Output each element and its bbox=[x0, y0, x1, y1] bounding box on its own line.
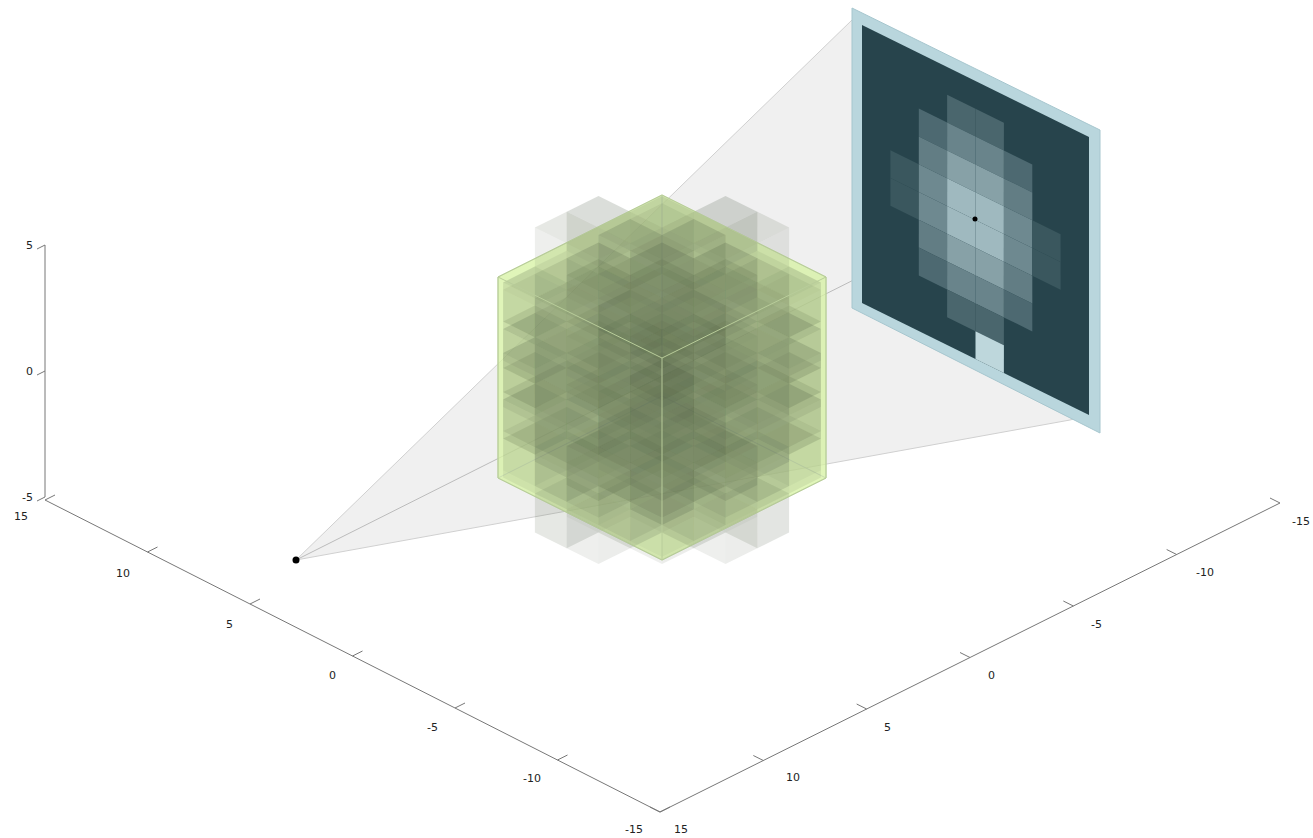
tick-mark bbox=[250, 599, 260, 604]
shape bbox=[535, 408, 567, 463]
axis-tick-label: 5 bbox=[226, 619, 233, 630]
detector-frame bbox=[852, 8, 1100, 433]
tick-mark bbox=[857, 704, 867, 709]
shape bbox=[567, 275, 599, 330]
shape bbox=[694, 385, 726, 440]
tick-mark bbox=[1270, 498, 1280, 503]
shape bbox=[726, 509, 758, 564]
tick-mark bbox=[353, 651, 363, 656]
axis-tick-label: -5 bbox=[22, 492, 33, 503]
axis-tick-label: -10 bbox=[1196, 567, 1214, 578]
shape bbox=[1032, 248, 1060, 290]
volume-back bbox=[498, 195, 826, 560]
tick-mark bbox=[1167, 550, 1177, 555]
tick-mark bbox=[660, 807, 670, 812]
shape bbox=[890, 178, 918, 220]
shape bbox=[726, 275, 758, 330]
shape bbox=[757, 353, 789, 408]
axis-tick-label: 5 bbox=[884, 722, 891, 733]
shape bbox=[862, 25, 1089, 415]
axis-tick-label: 10 bbox=[786, 772, 800, 783]
axis-tick-label: 15 bbox=[674, 824, 688, 835]
shape bbox=[503, 353, 535, 408]
tick-mark bbox=[650, 807, 660, 812]
axis-tick-label: -5 bbox=[427, 722, 438, 733]
shape bbox=[567, 463, 599, 518]
shape bbox=[535, 298, 567, 353]
shape bbox=[726, 463, 758, 518]
shape bbox=[630, 346, 662, 401]
shape bbox=[503, 282, 535, 337]
shape bbox=[757, 298, 789, 353]
shape bbox=[599, 291, 631, 346]
shape bbox=[535, 228, 567, 283]
axis-tick-label: 0 bbox=[26, 366, 33, 377]
detector-image bbox=[862, 25, 1089, 415]
tick-mark bbox=[148, 547, 158, 552]
shape bbox=[630, 463, 662, 518]
tick-mark bbox=[1063, 601, 1073, 606]
shape bbox=[662, 463, 694, 518]
axis-tick-label: 15 bbox=[14, 511, 28, 522]
axis-tick-label: 0 bbox=[329, 670, 336, 681]
tick-mark bbox=[753, 756, 763, 761]
axis-tick-label: 5 bbox=[26, 240, 33, 251]
shape bbox=[694, 463, 726, 518]
axis-tick-label: -5 bbox=[1091, 619, 1102, 630]
shape bbox=[757, 408, 789, 463]
shape bbox=[919, 248, 947, 290]
tick-mark bbox=[45, 495, 55, 500]
shape bbox=[757, 228, 789, 283]
axis-tick-label: -15 bbox=[625, 824, 643, 835]
detector-center bbox=[973, 217, 978, 222]
shape bbox=[567, 385, 599, 440]
axis-tick-label: 10 bbox=[116, 568, 130, 579]
shape bbox=[976, 331, 1004, 373]
shape bbox=[599, 385, 631, 440]
shape bbox=[694, 291, 726, 346]
axis-tick-label: -15 bbox=[1292, 516, 1310, 527]
shape bbox=[662, 346, 694, 401]
shape bbox=[1004, 290, 1032, 332]
tick-mark bbox=[960, 653, 970, 658]
axis-tick-label: 0 bbox=[988, 670, 995, 681]
projection-cone bbox=[296, 20, 1089, 560]
tick-mark bbox=[455, 703, 465, 708]
shape bbox=[789, 282, 821, 337]
shape bbox=[947, 289, 975, 331]
shape bbox=[789, 353, 821, 408]
source-point bbox=[293, 557, 300, 564]
shape bbox=[535, 353, 567, 408]
shape bbox=[630, 291, 662, 346]
shape bbox=[662, 291, 694, 346]
shape bbox=[567, 509, 599, 564]
tick-mark bbox=[558, 755, 568, 760]
axis-tick-label: -10 bbox=[523, 773, 541, 784]
shape bbox=[599, 463, 631, 518]
shape bbox=[726, 385, 758, 440]
volume-front bbox=[498, 195, 826, 560]
